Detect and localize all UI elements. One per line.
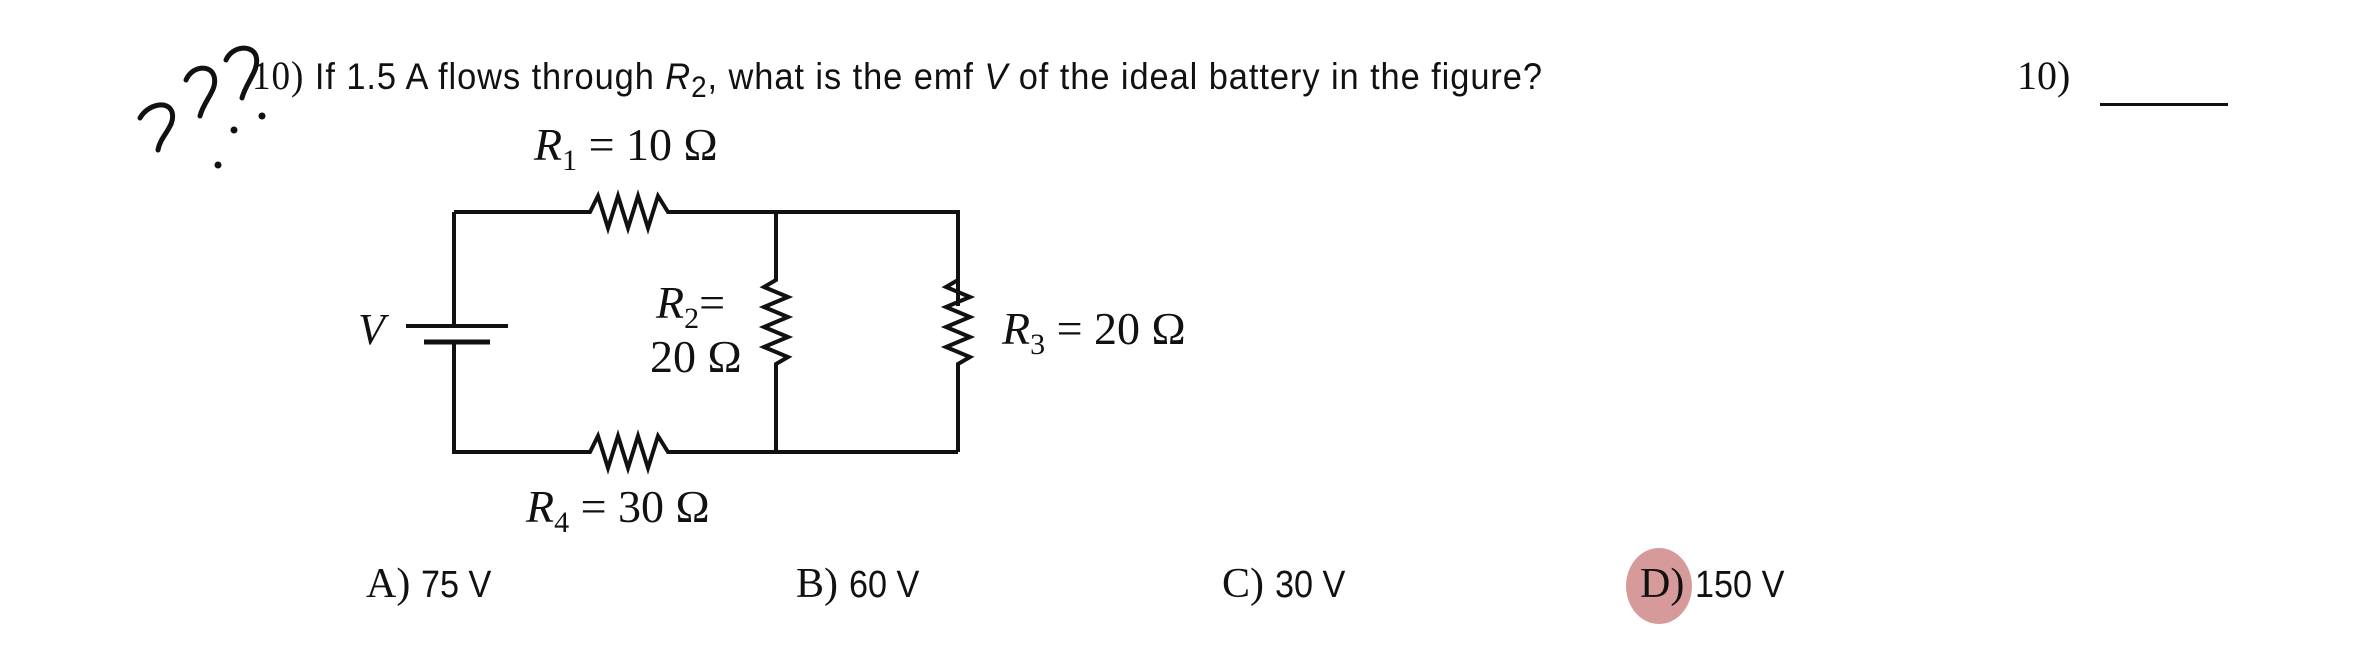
top-wire xyxy=(452,189,960,326)
choice-letter: D) xyxy=(1640,561,1685,607)
selected-answer-highlight xyxy=(1626,548,1692,624)
r4-value: = 30 Ω xyxy=(580,481,710,532)
answer-number-label: 10) xyxy=(2017,53,2071,98)
r4-subscript: 4 xyxy=(554,506,570,539)
r3-subscript: 3 xyxy=(1030,328,1046,361)
answer-blank-line[interactable] xyxy=(2100,103,2228,106)
resistor-symbol: R xyxy=(665,56,692,97)
r2-equals: = xyxy=(699,277,726,328)
choice-a[interactable]: A) 75 V xyxy=(366,556,500,613)
choice-value: 30 V xyxy=(1275,564,1346,606)
r2-subscript: 2 xyxy=(684,302,700,335)
emf-symbol: V xyxy=(984,56,1009,97)
r1-label: R1 = 10 Ω xyxy=(534,118,718,178)
bottom-wire xyxy=(452,342,958,475)
choice-letter: B) xyxy=(796,561,838,607)
resistor-subscript: 2 xyxy=(691,71,708,104)
r3-value: = 20 Ω xyxy=(1056,303,1186,354)
r1-value: = 10 Ω xyxy=(588,119,718,170)
choice-value: 60 V xyxy=(849,564,920,606)
r3-symbol: R xyxy=(1002,303,1031,354)
question-text-part: of the ideal battery in the figure? xyxy=(1008,56,1543,97)
choice-letter: C) xyxy=(1222,561,1264,607)
r3-resistor xyxy=(940,212,976,452)
choice-letter: A) xyxy=(366,561,411,607)
choice-value: 150 V xyxy=(1695,564,1785,606)
battery-label: V xyxy=(358,305,385,354)
choice-b[interactable]: B) 60 V xyxy=(796,556,927,613)
question-text-part: If 1.5 A flows through xyxy=(304,56,666,97)
choice-d[interactable]: D) 150 V xyxy=(1640,556,1795,613)
r2-value: 20 Ω xyxy=(650,331,742,382)
r4-label: R4 = 30 Ω xyxy=(526,480,710,540)
question-text-part: , what is the emf xyxy=(707,56,985,97)
question-text: 10) If 1.5 A flows through R2, what is t… xyxy=(252,48,1543,116)
choice-c[interactable]: C) 30 V xyxy=(1222,556,1353,613)
choice-value: 75 V xyxy=(421,564,492,606)
r4-symbol: R xyxy=(526,481,555,532)
circuit-diagram xyxy=(406,189,976,475)
r1-symbol: R xyxy=(534,119,563,170)
r1-subscript: 1 xyxy=(562,144,578,177)
handwritten-question-marks xyxy=(137,45,266,169)
r2-symbol: R xyxy=(656,277,685,328)
r3-label: R3 = 20 Ω xyxy=(1002,302,1186,362)
r2-resistor xyxy=(758,212,794,452)
r2-label: R2= xyxy=(656,276,725,336)
question-number: 10) xyxy=(252,53,305,98)
